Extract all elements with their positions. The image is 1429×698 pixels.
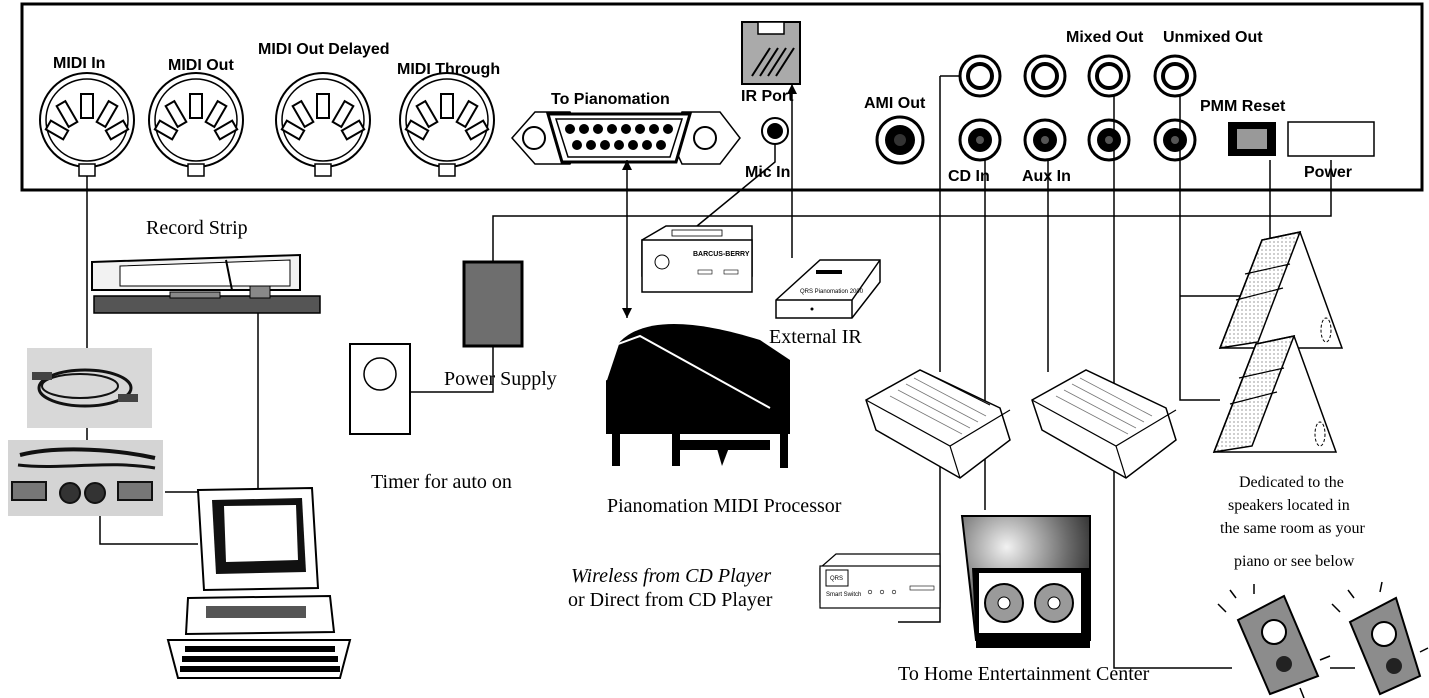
ami-out-jack[interactable] (875, 115, 925, 165)
midi-out-delayed-label: MIDI Out Delayed (258, 41, 390, 58)
floor-speaker-top (1218, 230, 1344, 349)
to-pianomation-port[interactable] (510, 111, 741, 165)
midi-out-delayed-port[interactable] (275, 72, 371, 177)
midi-in-port[interactable] (39, 72, 135, 177)
external-ir-label: External IR (769, 326, 862, 348)
ir-port-jack[interactable] (741, 21, 801, 85)
small-speaker-right (1331, 581, 1429, 696)
timer-box (349, 343, 411, 435)
rca-jack-top-2[interactable] (1023, 54, 1067, 98)
ir-unit-label: QRS Pianomation 2000 (800, 289, 864, 295)
dedicated-line-3: the same room as your (1220, 520, 1366, 537)
midi-out-port[interactable] (148, 72, 244, 177)
pmm-reset-label: PMM Reset (1200, 98, 1286, 115)
power-switch[interactable] (1287, 121, 1375, 157)
grand-piano (605, 323, 790, 468)
preamp-brand: BARCUS-BERRY (693, 251, 750, 258)
midi-out-label: MIDI Out (168, 57, 234, 74)
wireless-cd-label: Wireless from CD Player (571, 565, 771, 587)
mic-in-jack[interactable] (761, 117, 789, 145)
cd-in-label: CD In (948, 168, 990, 185)
small-speaker-left (1217, 584, 1331, 698)
midi-in-label: MIDI In (53, 55, 105, 72)
direct-cd-label: or Direct from CD Player (568, 589, 773, 611)
rca-jack-bottom-4[interactable] (1153, 118, 1197, 162)
power-supply (462, 260, 524, 348)
computer (166, 486, 352, 679)
dedicated-line-4: piano or see below (1234, 553, 1355, 570)
cd-player (960, 515, 1091, 648)
rca-jack-top-1[interactable] (958, 54, 1002, 98)
dedicated-line-1: Dedicated to the (1239, 474, 1344, 491)
midi-through-label: MIDI Through (397, 61, 500, 78)
mixed-out-label: Mixed Out (1066, 29, 1144, 46)
unmixed-out-jack[interactable] (1153, 54, 1197, 98)
record-strip (91, 253, 321, 314)
timer-label: Timer for auto on (371, 471, 512, 493)
floor-speaker-bottom (1212, 334, 1338, 453)
unmixed-out-label: Unmixed Out (1163, 29, 1263, 46)
midi-through-port[interactable] (399, 72, 495, 177)
rca-jack-bottom-1[interactable] (958, 118, 1002, 162)
pmm-reset-button[interactable] (1228, 122, 1276, 156)
power-label: Power (1304, 164, 1352, 181)
ir-port-label: IR Port (741, 88, 794, 105)
aux-in-jack[interactable] (1087, 118, 1131, 162)
midi-cable-photo (27, 348, 152, 428)
barcus-berry-preamp: BARCUS-BERRY (641, 225, 753, 293)
mixed-out-jack[interactable] (1087, 54, 1131, 98)
aux-in-label: Aux In (1022, 168, 1071, 185)
serial-cable-photo (8, 440, 163, 516)
smart-switch: QRS Smart Switch (819, 553, 941, 609)
smart-switch-label: Smart Switch (826, 592, 861, 598)
external-ir-unit: QRS Pianomation 2000 (775, 259, 881, 319)
amplifier-2 (1031, 369, 1177, 479)
to-pianomation-label: To Pianomation (551, 91, 670, 108)
cd-in-jack[interactable] (1023, 118, 1067, 162)
dedicated-line-2: speakers located in (1228, 497, 1350, 514)
mic-in-label: Mic In (745, 164, 790, 181)
home-center-label: To Home Entertainment Center (898, 663, 1150, 685)
power-supply-label: Power Supply (444, 368, 557, 390)
smart-switch-logo: QRS (830, 576, 843, 582)
processor-label: Pianomation MIDI Processor (607, 495, 842, 517)
ami-out-label: AMI Out (864, 95, 926, 112)
record-strip-label: Record Strip (146, 217, 248, 239)
amplifier-1 (865, 369, 1011, 479)
